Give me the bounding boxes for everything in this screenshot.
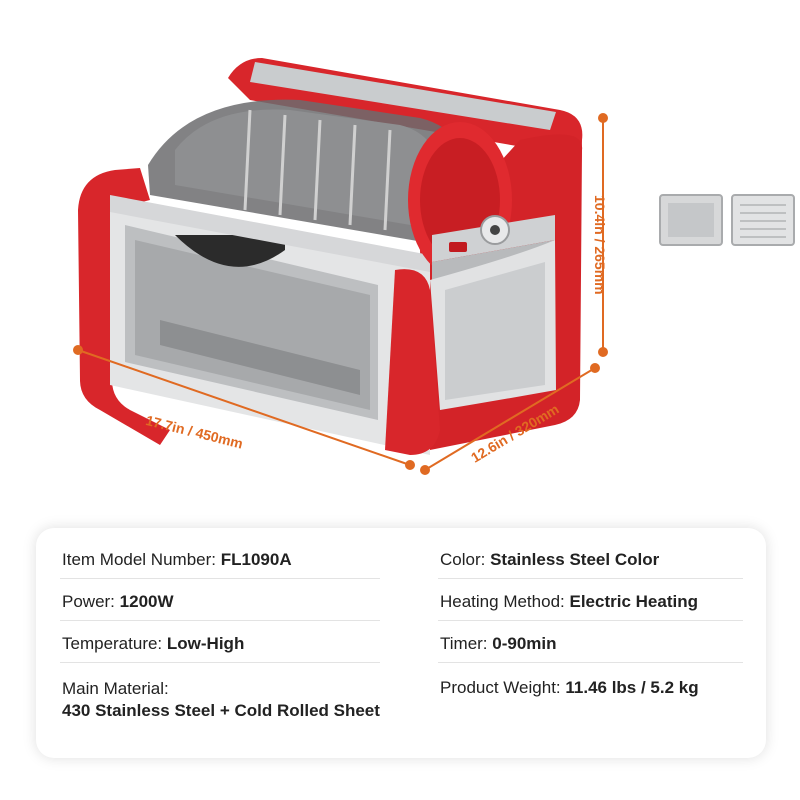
divider (60, 662, 380, 663)
specification-card: Item Model Number: FL1090A Color: Stainl… (36, 528, 766, 758)
spec-item-power: Power: 1200W (62, 592, 174, 612)
divider (438, 662, 743, 663)
spec-value: Low-High (166, 634, 245, 653)
spec-label: Color: (440, 550, 486, 569)
rotisserie-oven-illustration (73, 58, 795, 475)
spec-item-heating: Heating Method: Electric Heating (440, 592, 698, 612)
spec-item-temperature: Temperature: Low-High (62, 634, 244, 654)
spec-label: Product Weight: (440, 678, 561, 697)
spec-item-timer: Timer: 0-90min (440, 634, 557, 654)
spec-value: Stainless Steel Color (490, 550, 660, 569)
divider (438, 620, 743, 621)
spec-item-weight: Product Weight: 11.46 lbs / 5.2 kg (440, 678, 699, 698)
spec-label: Heating Method: (440, 592, 565, 611)
depth-dimension-line (424, 367, 596, 471)
spec-label: Timer: (440, 634, 488, 653)
spec-label: Power: (62, 592, 115, 611)
width-dimension-line (77, 349, 411, 466)
spec-item-color: Color: Stainless Steel Color (440, 550, 659, 570)
divider (438, 578, 743, 579)
spec-value: 430 Stainless Steel + Cold Rolled Sheet (62, 701, 380, 720)
divider (60, 620, 380, 621)
height-dimension-label: 10.4in / 265mm (592, 195, 608, 295)
spec-value: 11.46 lbs / 5.2 kg (565, 678, 699, 697)
spec-label: Main Material: (62, 679, 169, 698)
spec-value: Electric Heating (569, 592, 698, 611)
spec-value: 1200W (119, 592, 174, 611)
spec-label: Temperature: (62, 634, 163, 653)
spec-value: FL1090A (220, 550, 292, 569)
spec-label: Item Model Number: (62, 550, 216, 569)
divider (60, 578, 380, 579)
spec-value: 0-90min (492, 634, 557, 653)
spec-item-material: Main Material: 430 Stainless Steel + Col… (62, 678, 380, 722)
product-illustration-area: 17.7in / 450mm 12.6in / 320mm 10.4in / 2… (73, 58, 795, 475)
spec-item-model: Item Model Number: FL1090A (62, 550, 292, 570)
